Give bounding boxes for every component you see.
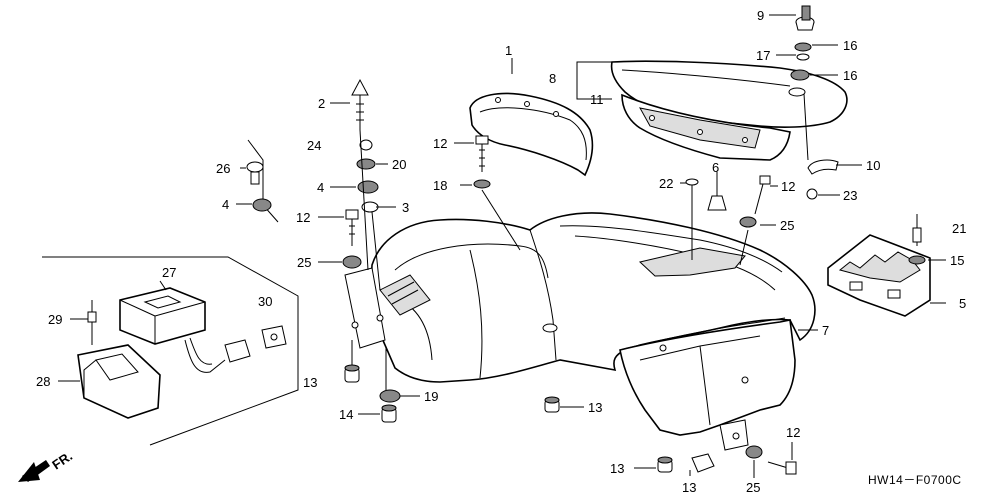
leader-lines [58,14,946,478]
rear-fender-part-7 [370,212,816,383]
callout-22: 22 [659,176,673,191]
callout-15: 15 [950,253,964,268]
inset-frame-small [247,139,279,223]
bracket-part-28 [77,344,161,419]
grommet-part-19 [379,389,401,403]
control-unit-part-27 [119,287,206,345]
callout-labels: 1 2 24 20 4 3 12 25 26 4 12 18 8 11 9 16… [36,8,966,495]
callout-4-left: 4 [317,180,324,195]
nut-part-13-mid [544,396,560,413]
callout-23: 23 [843,188,857,203]
callout-16-lower: 16 [843,68,857,83]
callout-17: 17 [756,48,770,63]
callout-19: 19 [424,389,438,404]
screw-part-22 [685,178,699,260]
nut-part-14 [381,404,397,423]
o-ring-part-17 [796,53,810,61]
callout-30: 30 [258,294,272,309]
callout-13-bottom: 13 [610,461,624,476]
hook-part-10 [807,159,839,175]
callout-6: 6 [712,160,719,175]
diagram-code: HW14－F0700C [868,473,962,487]
clip-part-6 [707,176,727,211]
nut-part-20 [356,158,376,170]
callout-13-bottom-right: 13 [682,480,696,495]
collar-part-25-left [342,255,362,269]
washer-part-16-lower [790,69,810,81]
bolt-part-12-upper [475,135,489,172]
callout-20: 20 [392,157,406,172]
bolt-part-12-right [754,175,771,215]
front-direction-label: FR. [49,448,75,472]
callout-1: 1 [505,43,512,58]
callout-25-right: 25 [780,218,794,233]
callout-24: 24 [307,138,321,153]
collar-part-25-bottom [745,445,763,459]
assembly-lines [351,93,809,395]
fuel-cap-part-9 [795,5,815,31]
screw-part-29 [87,300,97,345]
callout-10: 10 [866,158,880,173]
fender-lower-panel [619,319,796,451]
bolt-part-12-left [345,209,359,246]
callout-12-bottom: 12 [786,425,800,440]
washer-part-16-upper [794,42,812,52]
callout-12-upper: 12 [433,136,447,151]
front-direction-arrow-icon [18,460,50,482]
collar-part-24 [359,139,373,151]
callout-14: 14 [339,407,353,422]
cover-base-part-11 [621,93,791,161]
wire-harness [184,337,251,373]
callout-9: 9 [757,8,764,23]
callout-3: 3 [402,200,409,215]
meter-visor-part-1 [469,92,594,177]
callout-13-left: 13 [303,375,317,390]
grommet-part-4-inset [252,198,272,212]
callout-5: 5 [959,296,966,311]
callout-27: 27 [162,265,176,280]
rivet-part-21 [912,214,922,246]
washer-part-15 [908,255,926,265]
collar-part-25-right [739,216,757,228]
callout-4-inset: 4 [222,197,229,212]
nut-part-13-bottom-right [691,453,715,473]
callout-28: 28 [36,374,50,389]
grommet-part-4-left [357,180,379,194]
nut-part-13-bottom [657,456,673,473]
callout-7: 7 [822,323,829,338]
callout-11: 11 [590,92,604,107]
callout-12-right: 12 [781,179,795,194]
callout-21: 21 [952,221,966,236]
fender-left-bracket [344,267,386,349]
callout-26: 26 [216,161,230,176]
callout-25-bottom: 25 [746,480,760,495]
rivet-part-2 [351,78,369,130]
callout-18: 18 [433,178,447,193]
nut-part-13-left [344,364,360,383]
callout-25-left: 25 [297,255,311,270]
bolt-part-23 [806,188,818,200]
bolt-part-12-bottom [767,461,797,475]
callout-8: 8 [549,71,556,86]
cover-part-5 [827,234,931,317]
connector-part-30 [261,325,287,349]
inset-frame-large [42,256,299,446]
callout-12-left: 12 [296,210,310,225]
callout-13-mid: 13 [588,400,602,415]
screw-part-26 [246,161,264,185]
callout-29: 29 [48,312,62,327]
callout-16-upper: 16 [843,38,857,53]
grommet-part-18 [473,179,491,189]
callout-2: 2 [318,96,325,111]
